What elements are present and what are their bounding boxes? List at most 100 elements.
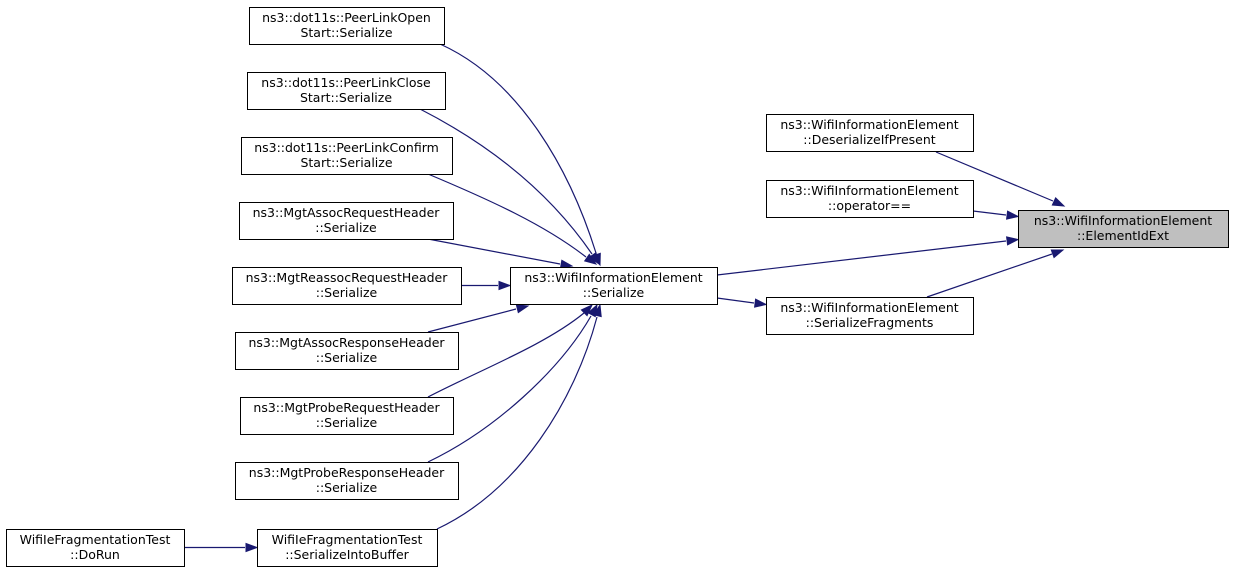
node-box	[6, 529, 185, 567]
edge-probeResp-to-wieSer	[427, 303, 598, 463]
node-reassocReq[interactable]: ns3::MgtReassocRequestHeader::Serialize	[232, 267, 462, 305]
node-box	[240, 397, 454, 435]
node-box	[232, 267, 462, 305]
node-label-line: ::Serialize	[315, 220, 377, 235]
node-label-line: ns3::WifiInformationElement	[780, 183, 958, 198]
edge-line	[436, 316, 598, 530]
node-box	[235, 332, 459, 370]
node-box	[766, 114, 974, 152]
node-label-line: ::SerializeFragments	[806, 315, 934, 330]
node-probeReq[interactable]: ns3::MgtProbeRequestHeader::Serialize	[240, 397, 454, 435]
node-label-line: Start::Serialize	[300, 90, 392, 105]
node-box	[241, 137, 453, 175]
edge-line	[427, 312, 585, 398]
node-label-line: ns3::MgtAssocRequestHeader	[253, 205, 441, 220]
node-label-line: ::Serialize	[316, 415, 378, 430]
node-label-line: ::Serialize	[316, 480, 378, 495]
node-serFrag[interactable]: ns3::WifiInformationElement::SerializeFr…	[766, 297, 974, 335]
node-label-line: WifiIeFragmentationTest	[272, 532, 423, 547]
edge-arrowhead	[515, 304, 530, 314]
edge-assocReq-to-wieSer	[427, 238, 574, 269]
edge-reassocReq-to-wieSer	[461, 280, 512, 291]
node-assocReq[interactable]: ns3::MgtAssocRequestHeader::Serialize	[239, 202, 454, 240]
node-serBuf[interactable]: WifiIeFragmentationTest::SerializeIntoBu…	[257, 529, 438, 567]
edge-line	[427, 308, 517, 333]
edge-arrowhead	[1051, 196, 1066, 207]
edge-probeReq-to-wieSer	[427, 303, 594, 398]
edge-arrowhead	[498, 280, 512, 291]
node-label-line: ns3::dot11s::PeerLinkConfirm	[254, 140, 439, 155]
node-label-line: ns3::WifiInformationElement	[524, 270, 702, 285]
edge-wieSer-to-serFrag	[716, 297, 768, 308]
node-label-line: ns3::WifiInformationElement	[780, 117, 958, 132]
node-doRun[interactable]: WifiIeFragmentationTest::DoRun	[6, 529, 185, 567]
edge-line	[427, 315, 592, 463]
edge-plClose-to-wieSer	[419, 108, 600, 266]
node-box	[249, 7, 445, 45]
node-box	[247, 72, 446, 110]
node-box	[510, 267, 718, 305]
node-label-line: ns3::MgtReassocRequestHeader	[246, 270, 449, 285]
edge-line	[427, 238, 561, 265]
node-assocResp[interactable]: ns3::MgtAssocResponseHeader::Serialize	[235, 332, 459, 370]
node-box	[766, 297, 974, 335]
edge-opEq-to-elemIdExt	[972, 210, 1020, 220]
edge-doRun-to-serBuf	[184, 542, 259, 553]
node-box	[766, 180, 974, 218]
node-label-line: ::Serialize	[316, 350, 378, 365]
node-label-line: Start::Serialize	[300, 25, 392, 40]
node-label-line: ::operator==	[828, 198, 911, 213]
node-label-line: Start::Serialize	[300, 155, 392, 170]
node-elemIdExt[interactable]: ns3::WifiInformationElement::ElementIdEx…	[1018, 210, 1229, 248]
edge-serBuf-to-wieSer	[436, 303, 602, 530]
edge-arrowhead	[1006, 210, 1020, 220]
node-box	[235, 462, 459, 500]
node-box	[257, 529, 438, 567]
edge-line	[427, 173, 587, 258]
node-label-line: ::SerializeIntoBuffer	[285, 547, 409, 562]
edge-deserIf-to-elemIdExt	[935, 151, 1066, 207]
nodes-layer: ns3::dot11s::PeerLinkOpenStart::Serializ…	[6, 7, 1229, 567]
edge-line	[419, 108, 593, 255]
edges-layer	[184, 43, 1066, 553]
node-box	[1018, 210, 1229, 248]
node-label-line: ::Serialize	[583, 285, 645, 300]
edge-arrowhead	[583, 253, 598, 265]
node-plConfirm[interactable]: ns3::dot11s::PeerLinkConfirmStart::Seria…	[241, 137, 453, 175]
edge-arrowhead	[1006, 236, 1020, 246]
node-box	[239, 202, 454, 240]
edge-arrowhead	[559, 259, 574, 269]
edge-arrowhead	[592, 303, 602, 318]
node-label-line: ns3::dot11s::PeerLinkClose	[261, 75, 431, 90]
edge-arrowhead	[580, 303, 594, 317]
edge-assocResp-to-wieSer	[427, 304, 530, 333]
node-deserIf[interactable]: ns3::WifiInformationElement::Deserialize…	[766, 114, 974, 152]
edge-wieSer-to-elemIdExt	[716, 236, 1020, 276]
node-opEq[interactable]: ns3::WifiInformationElement::operator==	[766, 180, 974, 218]
edge-line	[926, 253, 1053, 298]
edge-arrowhead	[1050, 249, 1065, 259]
edge-plConfirm-to-wieSer	[427, 173, 598, 265]
edge-arrowhead	[754, 298, 768, 308]
node-plOpen[interactable]: ns3::dot11s::PeerLinkOpenStart::Serializ…	[249, 7, 445, 45]
edge-line	[439, 43, 597, 254]
node-label-line: ns3::MgtProbeRequestHeader	[253, 400, 440, 415]
node-label-line: ::DoRun	[70, 547, 120, 562]
edge-line	[716, 240, 1007, 276]
node-label-line: ns3::WifiInformationElement	[780, 300, 958, 315]
edge-arrowhead	[245, 542, 259, 553]
edge-serFrag-to-elemIdExt	[926, 249, 1065, 298]
node-label-line: ns3::WifiInformationElement	[1034, 213, 1212, 228]
edge-line	[935, 151, 1054, 202]
node-label-line: ns3::dot11s::PeerLinkOpen	[262, 10, 431, 25]
node-label-line: ns3::MgtProbeResponseHeader	[249, 465, 445, 480]
node-label-line: ::ElementIdExt	[1077, 228, 1169, 243]
node-label-line: ::Serialize	[316, 285, 378, 300]
node-probeResp[interactable]: ns3::MgtProbeResponseHeader::Serialize	[235, 462, 459, 500]
node-label-line: ::DeserializeIfPresent	[803, 132, 935, 147]
node-label-line: ns3::MgtAssocResponseHeader	[248, 335, 445, 350]
node-wieSer[interactable]: ns3::WifiInformationElement::Serialize	[510, 267, 718, 305]
node-plClose[interactable]: ns3::dot11s::PeerLinkCloseStart::Seriali…	[247, 72, 446, 110]
edge-line	[972, 210, 1007, 216]
